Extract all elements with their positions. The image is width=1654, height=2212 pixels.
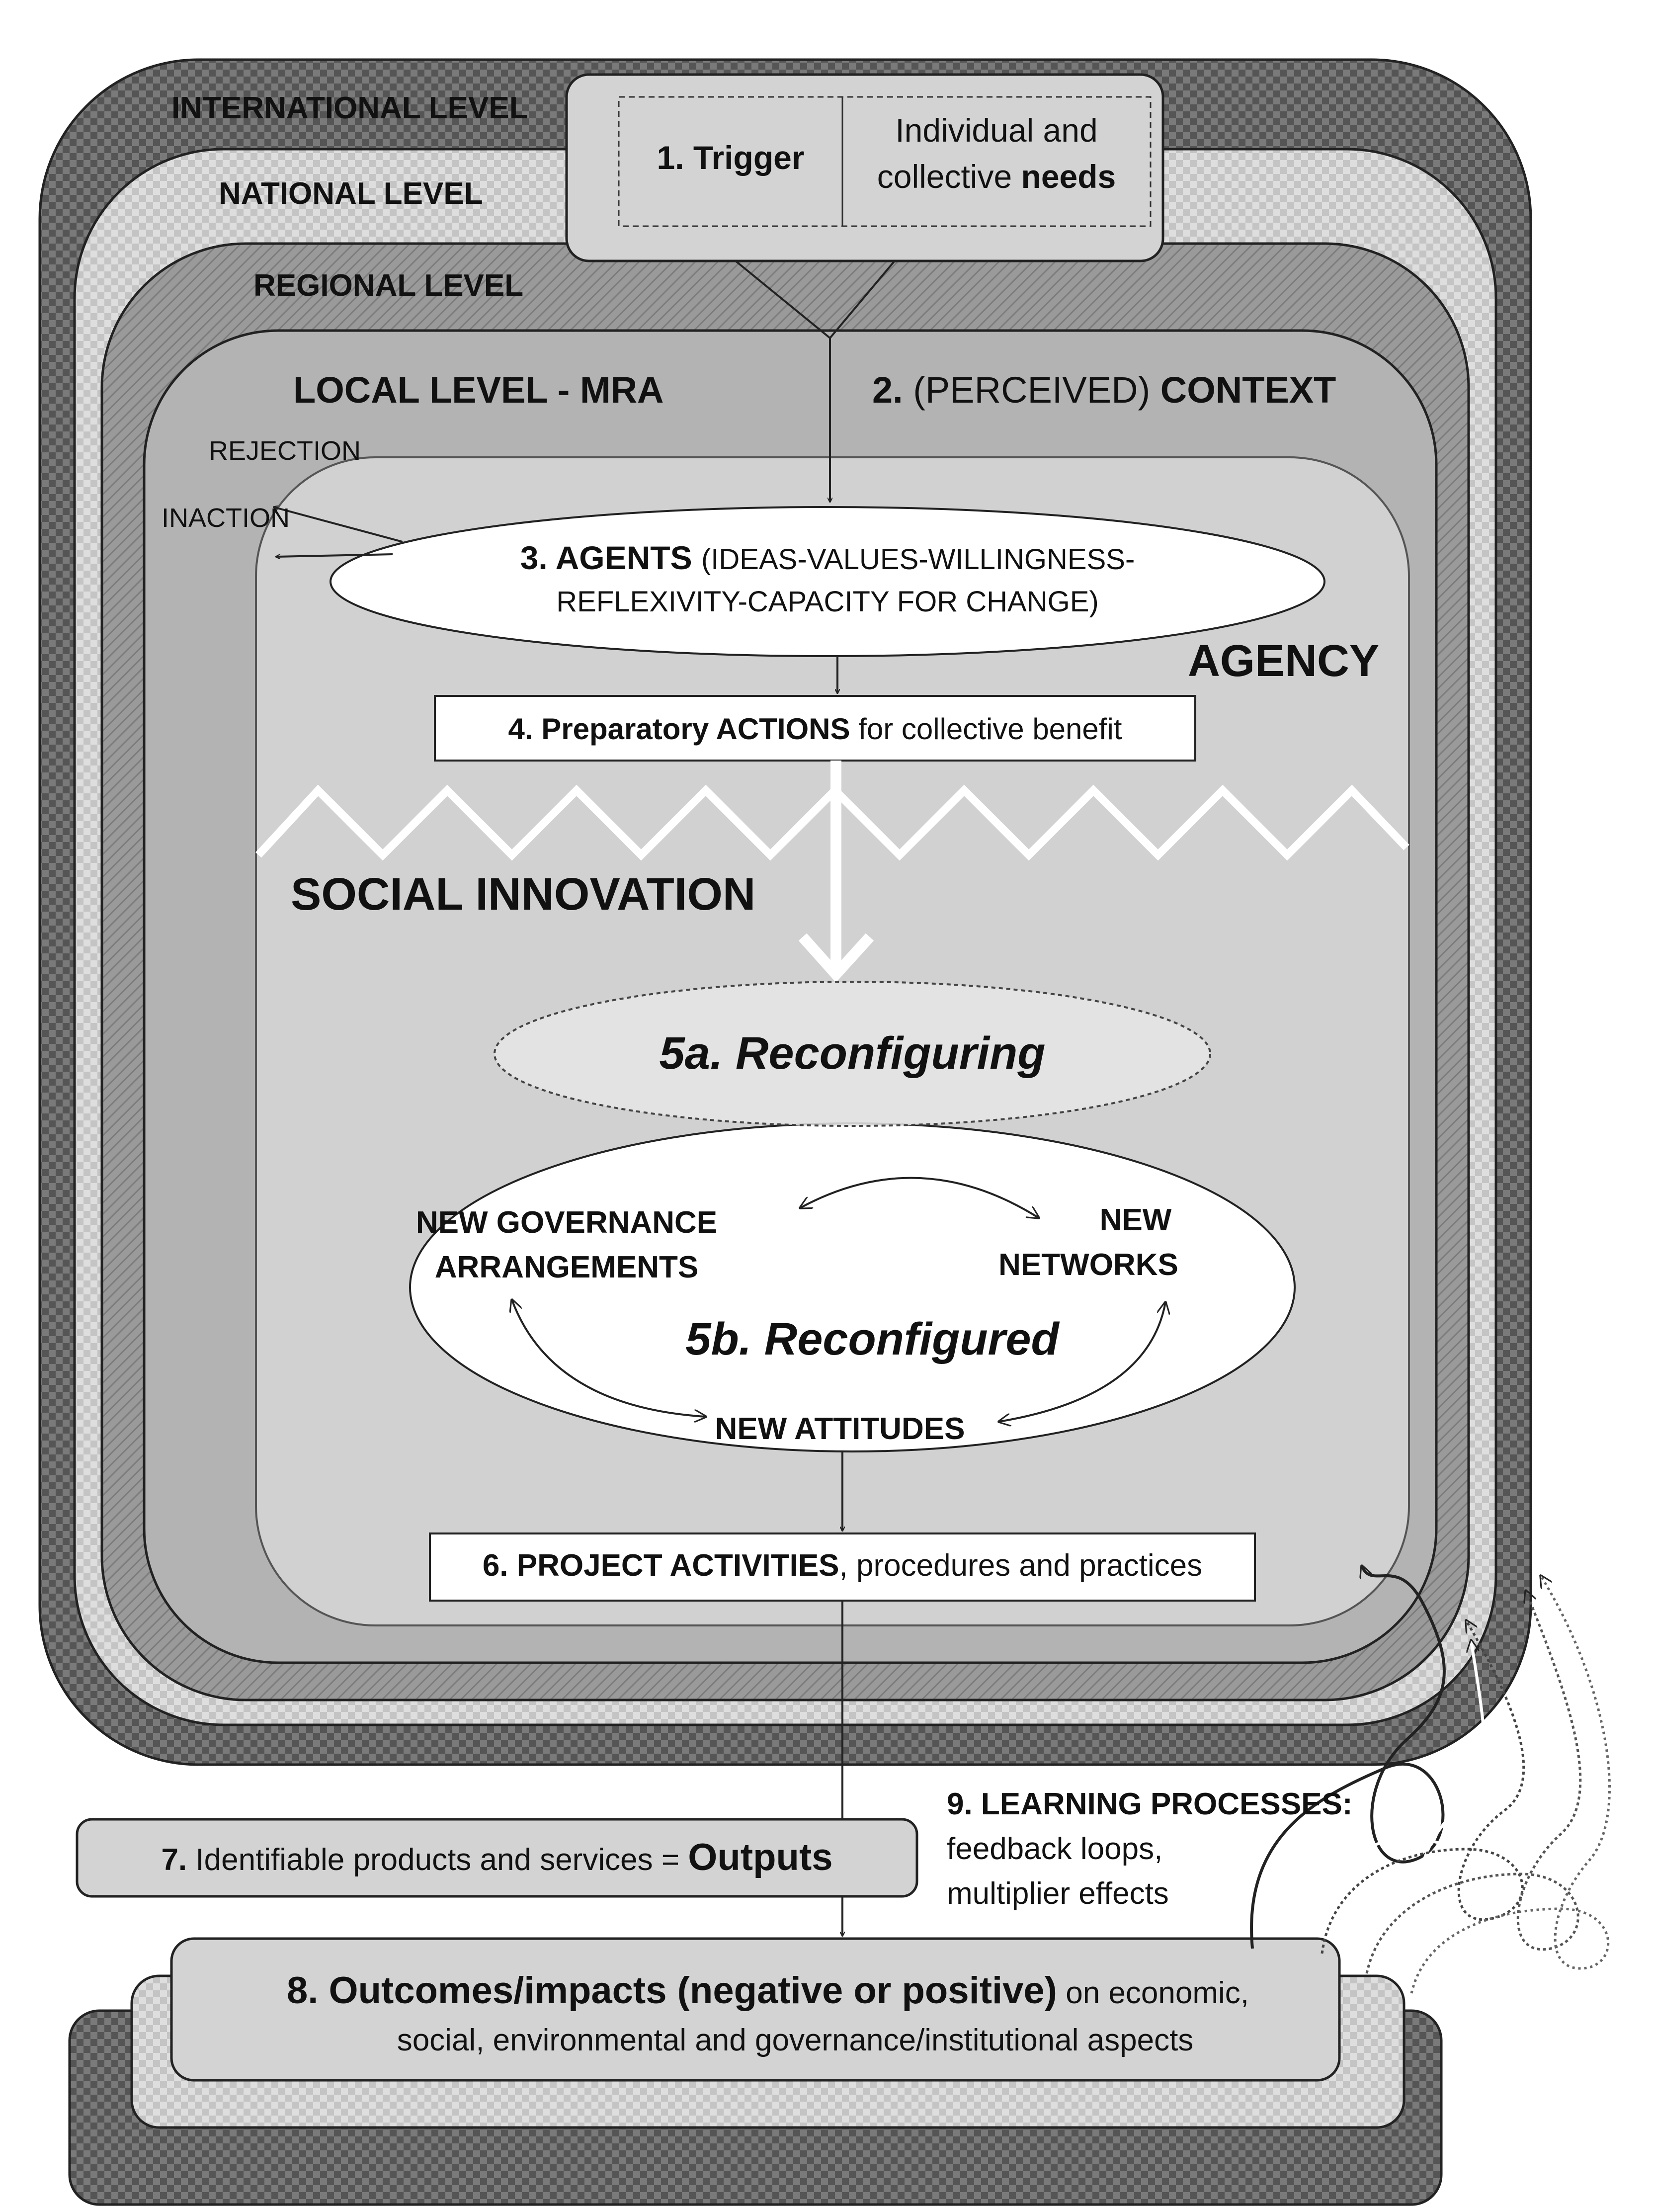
learning-loop-black [1250, 1566, 1446, 1949]
reconfiguring-ellipse [494, 981, 1211, 1127]
actions-box [434, 695, 1196, 762]
actions-label: 4. Preparatory ACTIONS for collective be… [508, 712, 1122, 746]
outputs-rest: Identifiable products and services = [187, 1843, 688, 1877]
actions-rest: for collective benefit [850, 712, 1122, 746]
funnel-line-left [735, 260, 831, 339]
outputs-bold: Outputs [688, 1836, 832, 1878]
agency-label: AGENCY [1188, 636, 1379, 686]
agents-line2: REFLEXIVITY-CAPACITY FOR CHANGE) [556, 586, 1098, 618]
big-arrow-head [798, 933, 874, 983]
outputs-label: 7. Identifiable products and services = … [161, 1836, 832, 1878]
agents-bold: 3. AGENTS [520, 539, 701, 576]
rejection-label: REJECTION [209, 436, 361, 466]
project-label: 6. PROJECT ACTIVITIES, procedures and pr… [483, 1548, 1202, 1583]
context-perceived: (PERCEIVED) [913, 369, 1160, 411]
outcomes-rest: on economic, [1057, 1976, 1249, 2010]
learning-loop-dotted-2 [1365, 1591, 1582, 1974]
outcomes-box-front [170, 1937, 1341, 2082]
networks-line1: NEW [1100, 1203, 1172, 1237]
inaction-label: INACTION [162, 503, 290, 533]
attitudes-label: NEW ATTITUDES [715, 1412, 965, 1446]
social-innovation-label: SOCIAL INNOVATION [291, 869, 755, 920]
inaction-arrow [276, 553, 393, 557]
arrow-networks-attitudes [999, 1302, 1165, 1422]
needs-line2-collective: collective [877, 158, 1021, 195]
outcomes-line2: social, environmental and governance/ins… [397, 2023, 1194, 2057]
trigger-box [565, 73, 1164, 262]
funnel-line-right [829, 260, 896, 339]
agents-line1: 3. AGENTS (IDEAS-VALUES-WILLINGNESS- [520, 539, 1135, 576]
international-level-label: INTERNATIONAL LEVEL [171, 91, 528, 125]
local-level-label: LOCAL LEVEL - MRA [293, 369, 664, 411]
agents-ellipse [330, 506, 1325, 657]
agents-rest: (IDEAS-VALUES-WILLINGNESS- [701, 543, 1135, 576]
needs-line2: collective needs [877, 158, 1116, 195]
networks-line2: NETWORKS [998, 1248, 1178, 1282]
project-box [429, 1532, 1256, 1602]
context-num: 2. [872, 369, 913, 411]
learning-line2: feedback loops, [947, 1832, 1162, 1866]
project-bold: 6. PROJECT ACTIVITIES [483, 1548, 839, 1583]
context-label: 2. (PERCEIVED) CONTEXT [872, 369, 1336, 411]
governance-line2: ARRANGEMENTS [435, 1250, 698, 1284]
arrow-governance-networks [800, 1177, 1039, 1218]
learning-loop-dotted-3 [1410, 1576, 1611, 1994]
outputs-num: 7. [161, 1843, 187, 1877]
outcomes-line1: 8. Outcomes/impacts (negative or positiv… [287, 1969, 1249, 2012]
trigger-label: 1. Trigger [657, 139, 804, 176]
reconfigured-ellipse [409, 1122, 1296, 1452]
needs-line2-needs: needs [1021, 158, 1116, 195]
reconfigured-label: 5b. Reconfigured [685, 1314, 1060, 1364]
outcomes-bold: 8. Outcomes/impacts (negative or positiv… [287, 1969, 1057, 2012]
context-word: CONTEXT [1160, 369, 1336, 411]
rejection-arrow [273, 507, 403, 543]
national-level-label: NATIONAL LEVEL [219, 176, 483, 211]
needs-line1: Individual and [895, 112, 1097, 149]
learning-title: 9. LEARNING PROCESSES: [947, 1787, 1352, 1821]
regional-level-label: REGIONAL LEVEL [253, 268, 523, 303]
trigger-inner-dashed [618, 96, 1152, 227]
arrow-governance-attitudes [512, 1300, 706, 1417]
outputs-box [76, 1818, 918, 1898]
learning-loop-white [1301, 1640, 1487, 1924]
learning-line3: multiplier effects [947, 1876, 1169, 1911]
reconfiguring-label: 5a. Reconfiguring [660, 1028, 1046, 1079]
governance-line1: NEW GOVERNANCE [416, 1205, 717, 1240]
project-rest: , procedures and practices [839, 1548, 1203, 1583]
actions-bold: 4. Preparatory ACTIONS [508, 712, 850, 746]
